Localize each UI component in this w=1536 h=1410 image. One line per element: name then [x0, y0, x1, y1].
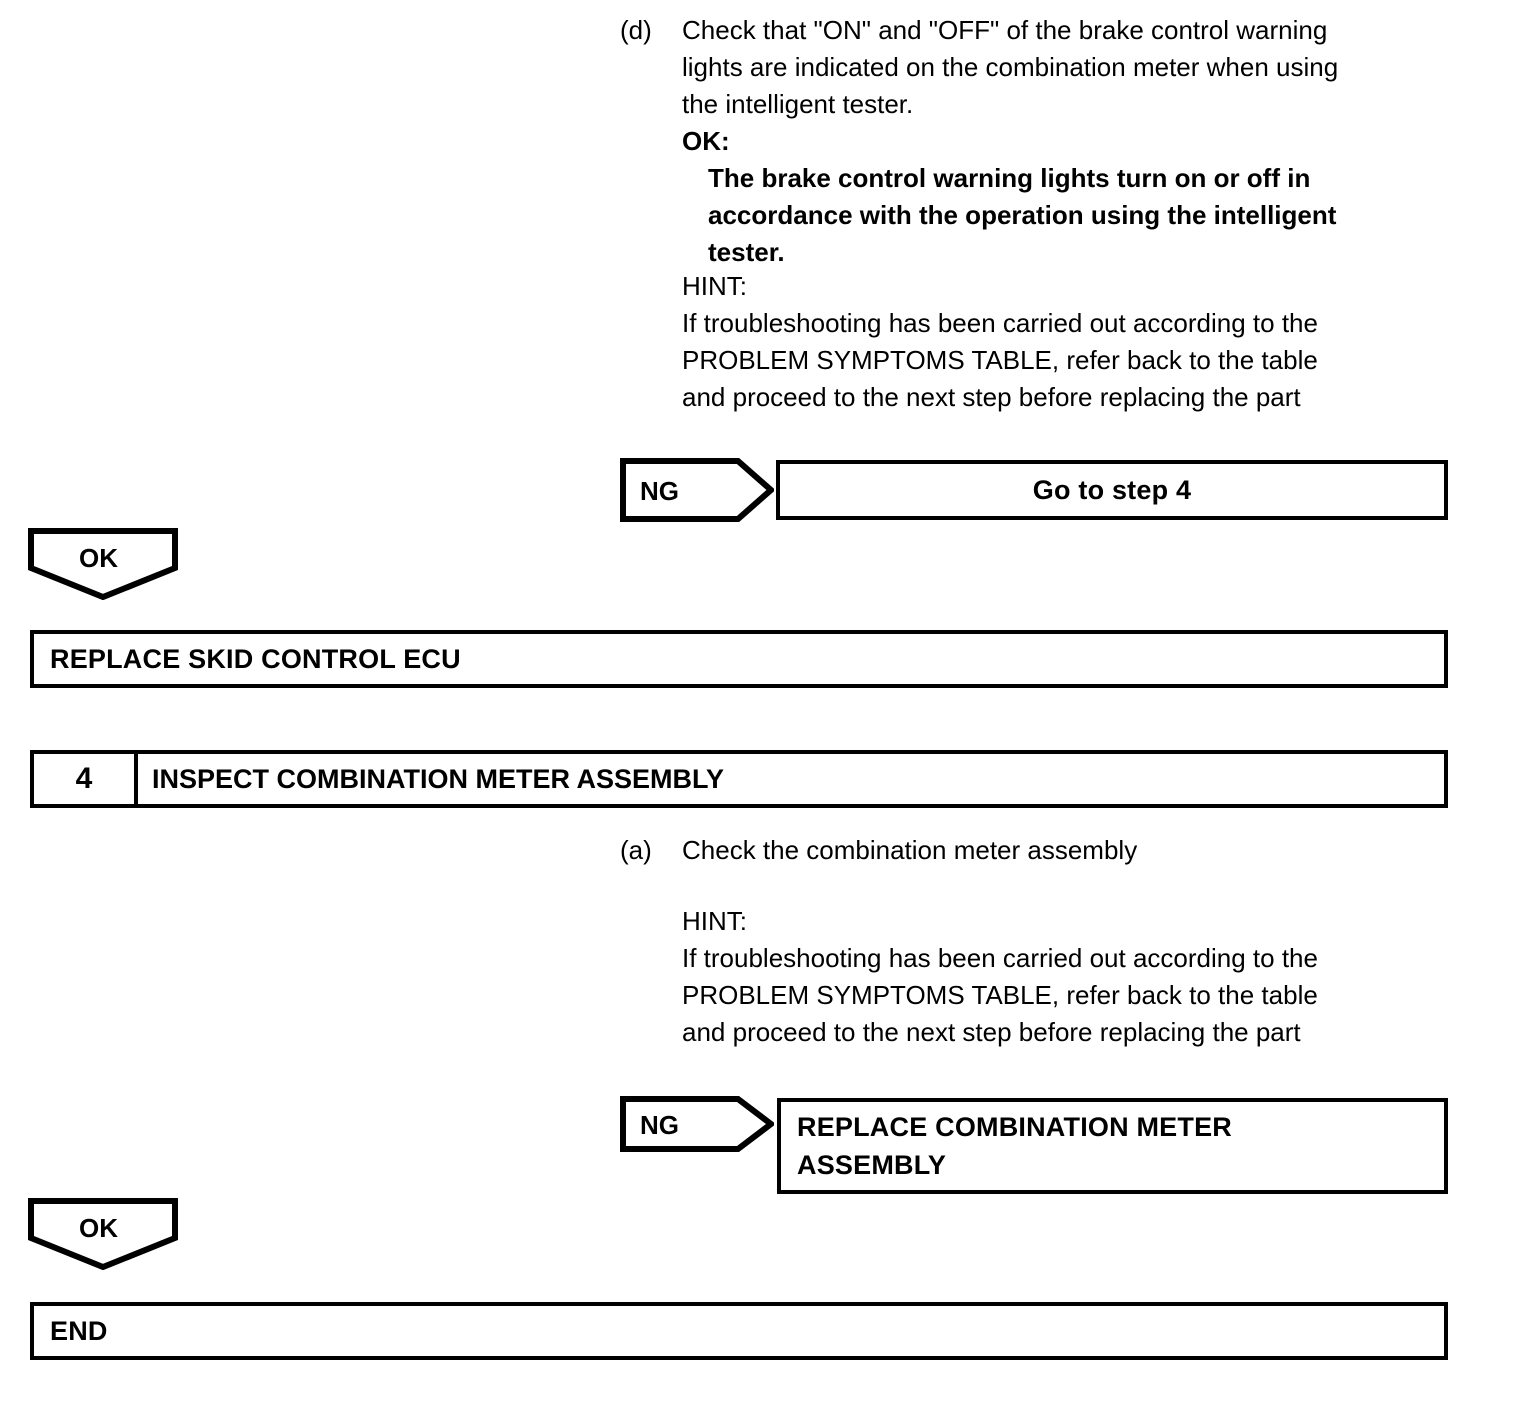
ng-pentagon-shape: [620, 458, 774, 522]
step3-item-d-text: Check that "ON" and "OFF" of the brake c…: [682, 15, 1339, 119]
replace-skid-control-ecu-box[interactable]: REPLACE SKID CONTROL ECU: [30, 630, 1448, 688]
ng-connector-step3: [620, 458, 774, 522]
step-4-title: INSPECT COMBINATION METER ASSEMBLY: [152, 763, 725, 794]
step3-item-d-marker: (d): [620, 15, 652, 45]
step3-ok-criteria: The brake control warning lights turn on…: [708, 163, 1337, 267]
ng-pentagon-shape: [620, 1096, 774, 1152]
step3-item-d: (d) Check that "ON" and "OFF" of the bra…: [620, 12, 1460, 123]
step3-hint-label: HINT:: [682, 271, 747, 301]
ok-pentagon-shape: [28, 1198, 178, 1270]
go-to-step-4-label: Go to step 4: [1032, 474, 1192, 505]
step4-hint-text: If troubleshooting has been carried out …: [682, 943, 1318, 1047]
replace-combination-meter-assembly-label: REPLACE COMBINATION METER ASSEMBLY: [797, 1112, 1232, 1180]
step4-item-a-text: Check the combination meter assembly: [682, 835, 1138, 865]
go-to-step-4-box[interactable]: Go to step 4: [776, 460, 1448, 520]
step3-hint-text: If troubleshooting has been carried out …: [682, 308, 1318, 412]
end-label: END: [50, 1315, 108, 1346]
ok-pentagon-shape: [28, 528, 178, 600]
replace-skid-control-ecu-label: REPLACE SKID CONTROL ECU: [50, 643, 461, 674]
ok-connector-step3: [28, 528, 178, 600]
step4-hint-label: HINT:: [682, 906, 747, 936]
ok-connector-step4: [28, 1198, 178, 1270]
replace-combination-meter-assembly-box[interactable]: REPLACE COMBINATION METER ASSEMBLY: [777, 1098, 1448, 1194]
step-4-header[interactable]: 4 INSPECT COMBINATION METER ASSEMBLY: [30, 750, 1448, 808]
ng-connector-step4: [620, 1096, 774, 1152]
step-4-number: 4: [34, 754, 138, 804]
step4-item-a-marker: (a): [620, 835, 652, 865]
end-box[interactable]: END: [30, 1302, 1448, 1360]
step4-item-a: (a) Check the combination meter assembly: [620, 832, 1460, 869]
step3-ok-label: OK:: [682, 126, 730, 156]
